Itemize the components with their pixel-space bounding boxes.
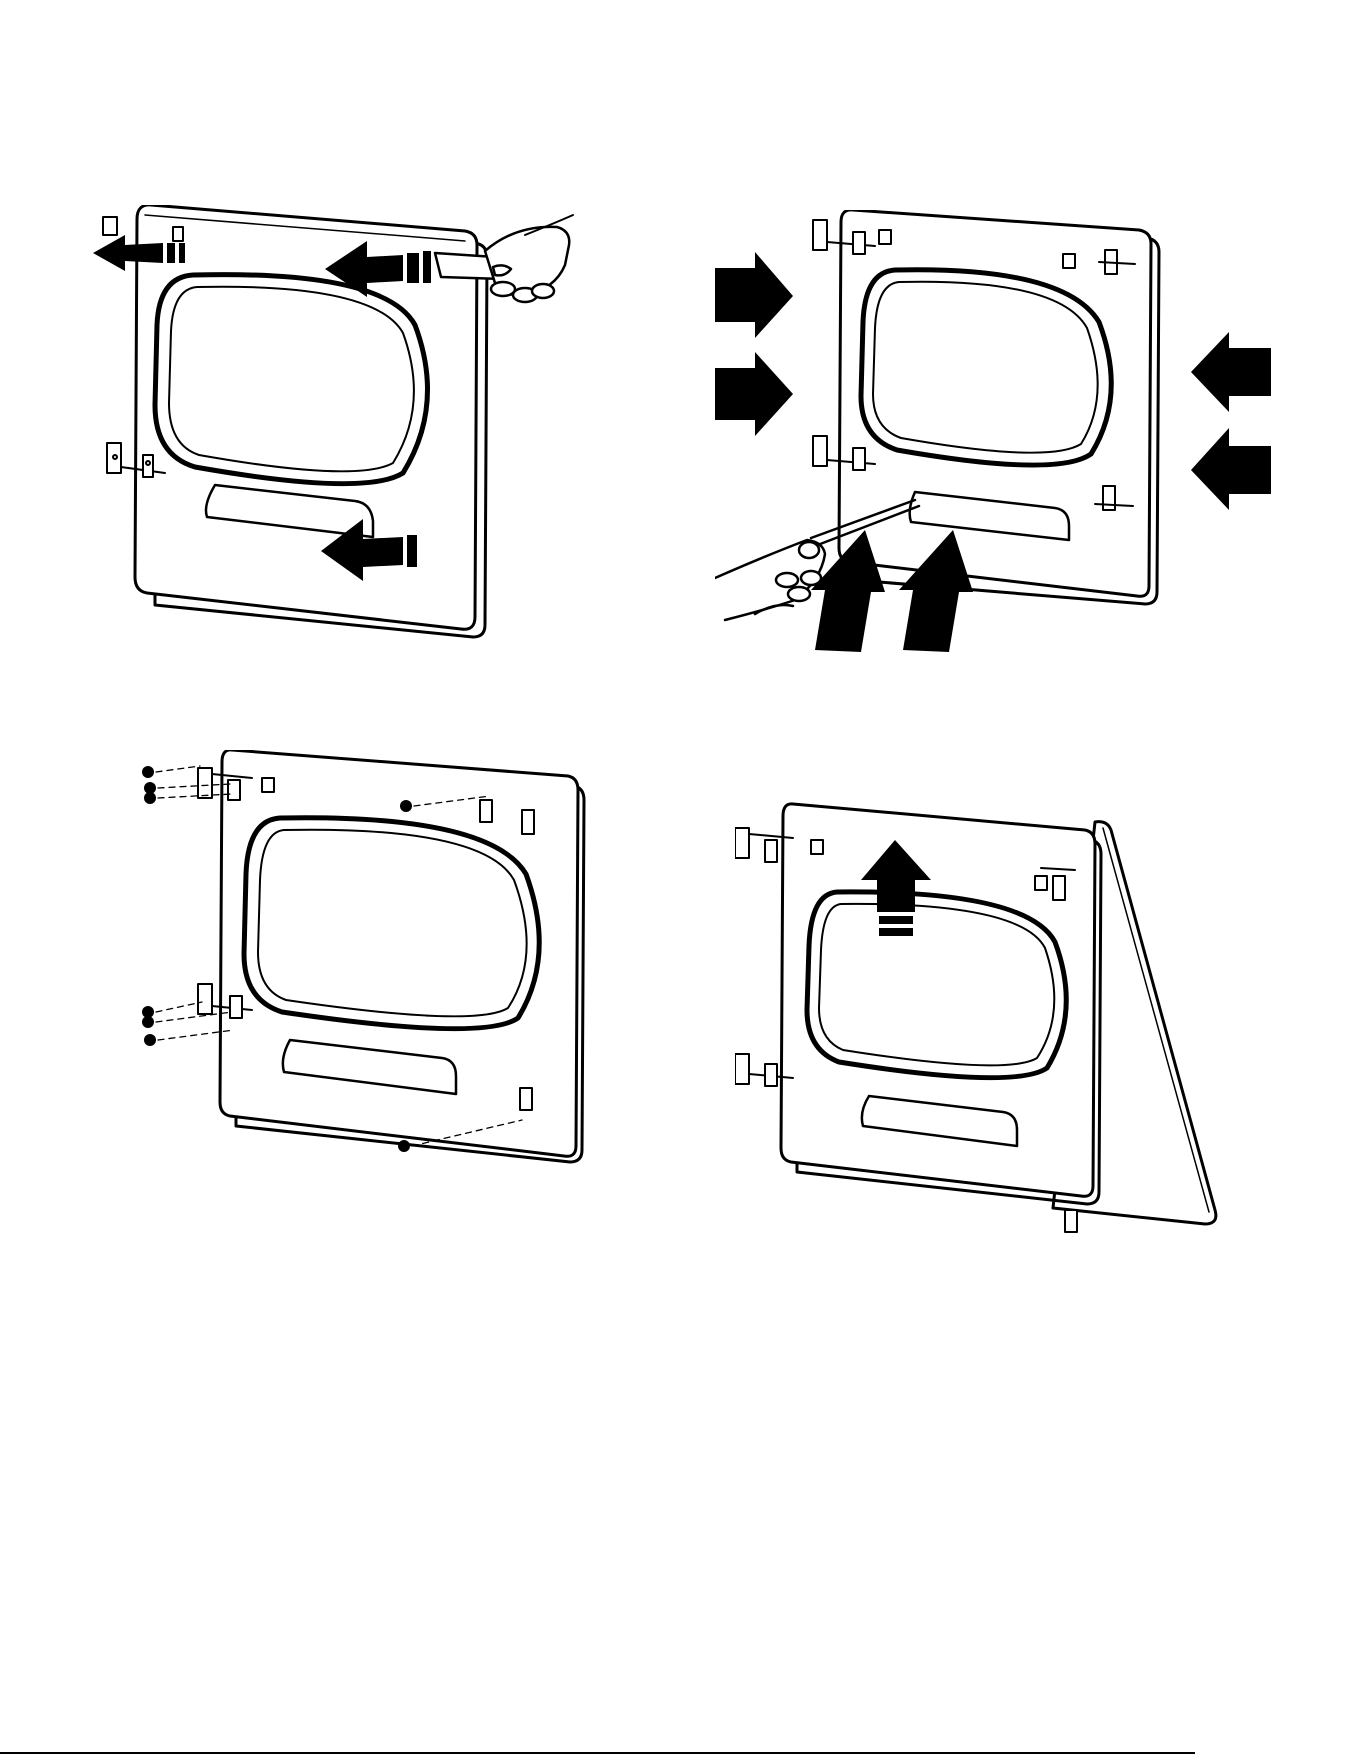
- arrow-left: [1191, 428, 1271, 510]
- arrow-right: [715, 252, 793, 338]
- hand-icon: [485, 215, 573, 302]
- door-panel: [781, 804, 1095, 1196]
- footer-rule: [0, 1752, 1195, 1754]
- arrow-right: [715, 352, 793, 436]
- hinge-tab: [103, 217, 117, 235]
- step-1-illustration: [85, 205, 645, 675]
- step-4-illustration: [735, 800, 1235, 1240]
- step-2-illustration: [715, 210, 1275, 690]
- step-3-illustration: [140, 750, 600, 1195]
- arrow-left: [1191, 332, 1271, 412]
- hand-icon: [715, 540, 825, 620]
